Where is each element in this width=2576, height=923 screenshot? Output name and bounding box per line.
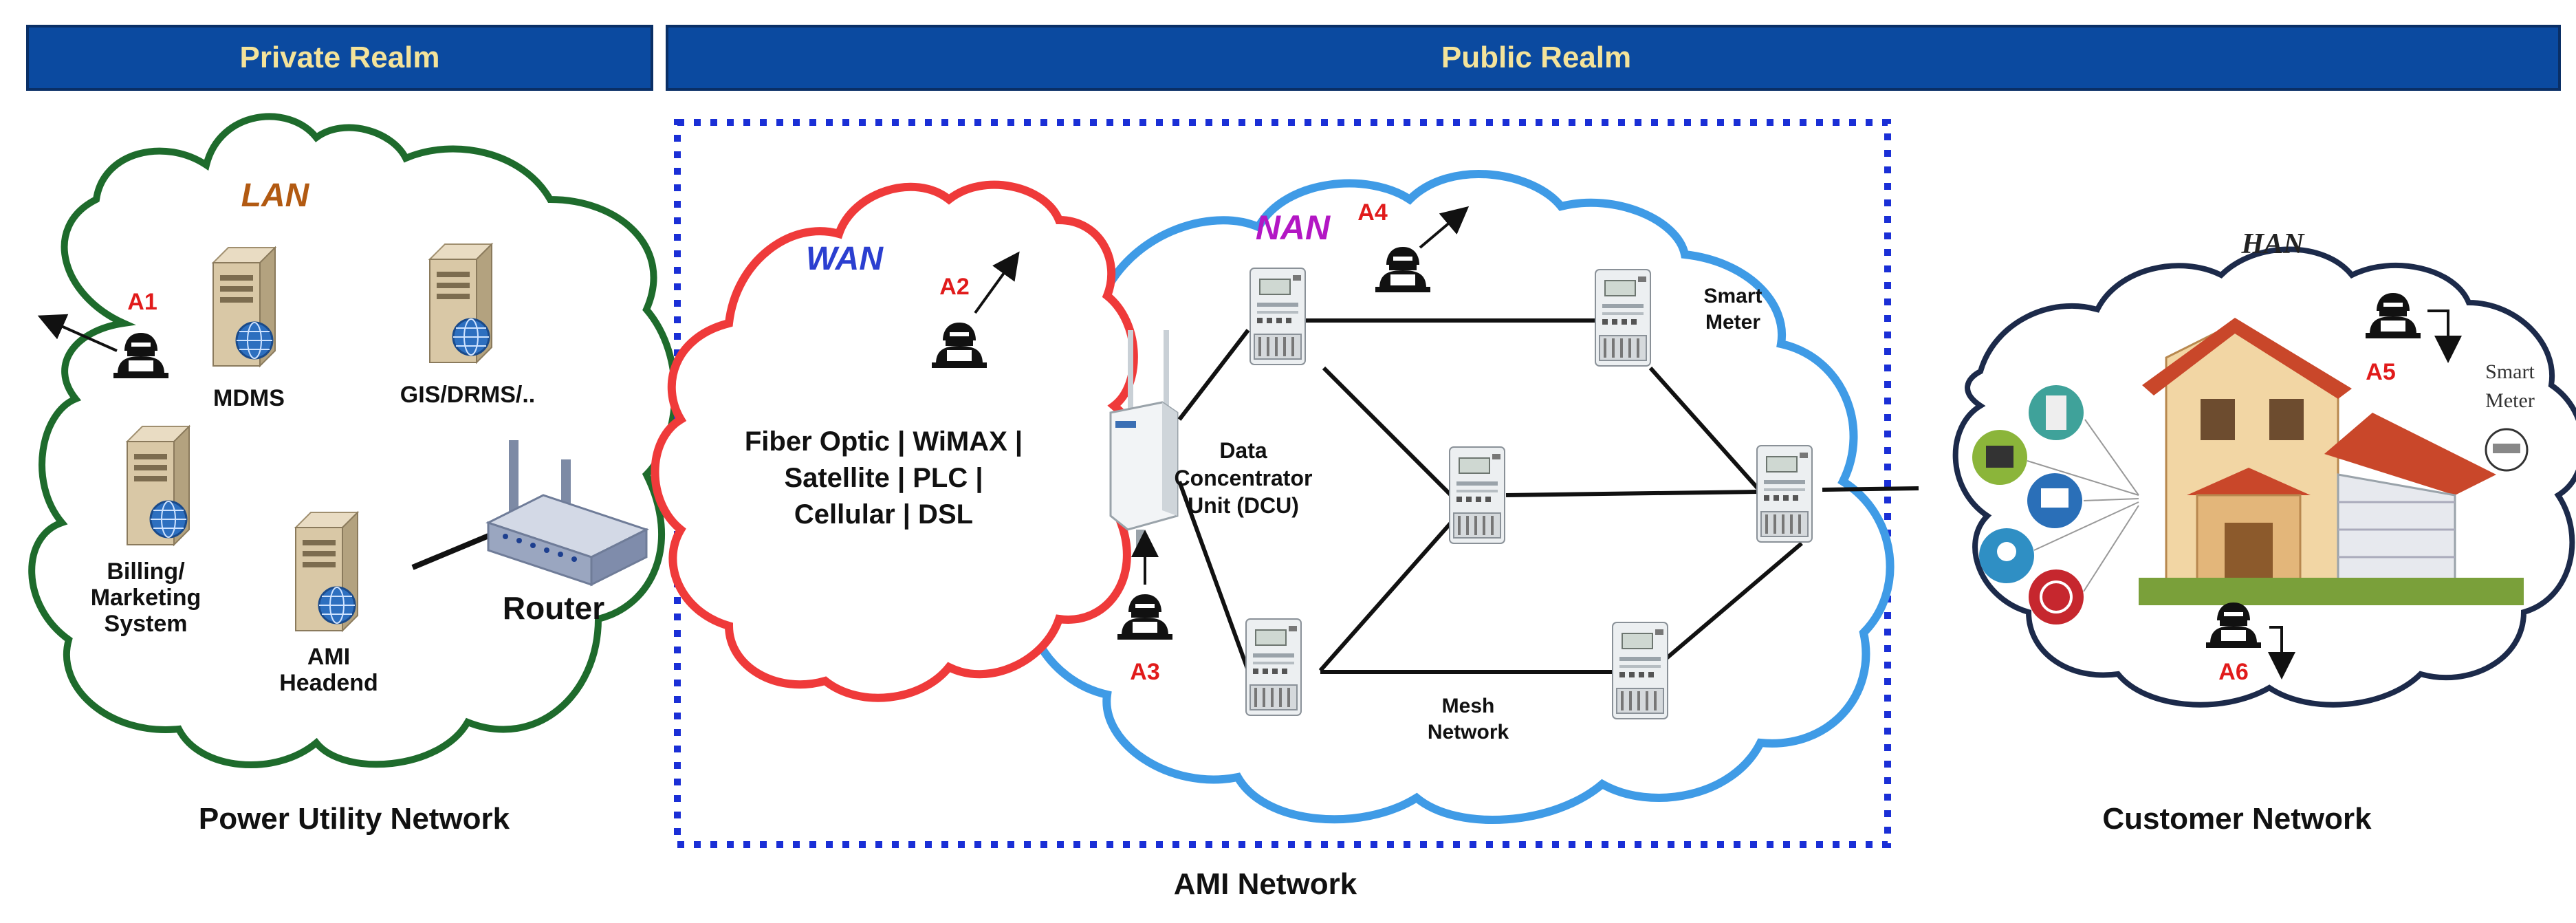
router-icon bbox=[485, 440, 649, 587]
attacker-a2-arrow bbox=[974, 251, 1020, 314]
wan-tech-line-2: Satellite | PLC | bbox=[784, 463, 983, 493]
smart-meter-icon bbox=[1448, 446, 1506, 545]
han-smart-meter-label-1: Smart bbox=[2485, 360, 2535, 383]
mesh-links bbox=[1177, 318, 1919, 674]
attacker-a5-arrow bbox=[2427, 310, 2462, 363]
nan-smart-meter-label-1: Smart bbox=[1703, 285, 1762, 307]
gis-server-icon bbox=[428, 243, 493, 364]
billing-label-2: Marketing bbox=[91, 585, 201, 611]
wan-title: WAN bbox=[806, 241, 884, 277]
gis-label: GIS/DRMS/.. bbox=[400, 382, 535, 408]
attacker-a6-label: A6 bbox=[2218, 659, 2248, 685]
lan-cloud bbox=[28, 113, 679, 769]
dcu-device-icon bbox=[1109, 330, 1179, 550]
power-utility-caption: Power Utility Network bbox=[199, 802, 510, 836]
han-title: HAN bbox=[2240, 228, 2305, 260]
attacker-a3-label: A3 bbox=[1130, 659, 1159, 685]
router-label: Router bbox=[503, 590, 604, 626]
smart-meter-icon bbox=[1249, 267, 1307, 366]
mdms-server-icon bbox=[212, 246, 276, 367]
ami-headend-server-icon bbox=[294, 511, 359, 632]
smart-meter-icon bbox=[1611, 621, 1669, 720]
wan-tech-line-3: Cellular | DSL bbox=[794, 499, 973, 530]
wan-cloud bbox=[651, 180, 1150, 702]
han-smart-meter-label-2: Meter bbox=[2485, 389, 2535, 412]
ami-headend-label-2: Headend bbox=[279, 670, 378, 696]
nan-smart-meter-label-2: Meter bbox=[1705, 311, 1760, 334]
customer-network-caption: Customer Network bbox=[2102, 802, 2372, 836]
nan-title: NAN bbox=[1256, 208, 1331, 247]
mesh-label-2: Network bbox=[1428, 721, 1509, 743]
smart-meter-icon bbox=[1245, 618, 1302, 717]
house-icon bbox=[2139, 318, 2524, 605]
ami-headend-label-1: AMI bbox=[307, 644, 350, 670]
attacker-a4-arrow bbox=[1419, 206, 1470, 249]
attacker-a1-arrow bbox=[37, 314, 118, 352]
public-realm-banner: Public Realm bbox=[666, 25, 2561, 91]
private-realm-label: Private Realm bbox=[239, 41, 439, 74]
attacker-a2-label: A2 bbox=[939, 274, 969, 300]
public-realm-label: Public Realm bbox=[1441, 41, 1631, 74]
dcu-label-1: Data bbox=[1219, 438, 1267, 463]
dcu-label-3: Unit (DCU) bbox=[1188, 493, 1299, 518]
dcu-label-2: Concentrator bbox=[1175, 466, 1313, 490]
lan-title: LAN bbox=[241, 177, 310, 214]
billing-label-1: Billing/ bbox=[107, 558, 185, 585]
attacker-a1-label: A1 bbox=[127, 289, 157, 315]
attacker-a5-label: A5 bbox=[2366, 359, 2395, 385]
mesh-label-1: Mesh bbox=[1442, 695, 1495, 717]
appliance-icons bbox=[1972, 385, 2139, 625]
attacker-a6-arrow bbox=[2268, 626, 2295, 680]
mdms-label: MDMS bbox=[213, 385, 285, 411]
han-smart-meter-display bbox=[2493, 444, 2520, 453]
smart-meter-icon bbox=[1756, 444, 1813, 543]
private-realm-banner: Private Realm bbox=[26, 25, 653, 91]
headend-router-link bbox=[411, 530, 496, 570]
attacker-a4-label: A4 bbox=[1357, 199, 1388, 226]
ami-network-caption: AMI Network bbox=[1174, 867, 1357, 901]
smart-meter-icon bbox=[1594, 268, 1652, 367]
billing-label-3: System bbox=[105, 611, 188, 637]
billing-server-icon bbox=[126, 425, 190, 546]
wan-tech-line-1: Fiber Optic | WiMAX | bbox=[745, 426, 1023, 457]
